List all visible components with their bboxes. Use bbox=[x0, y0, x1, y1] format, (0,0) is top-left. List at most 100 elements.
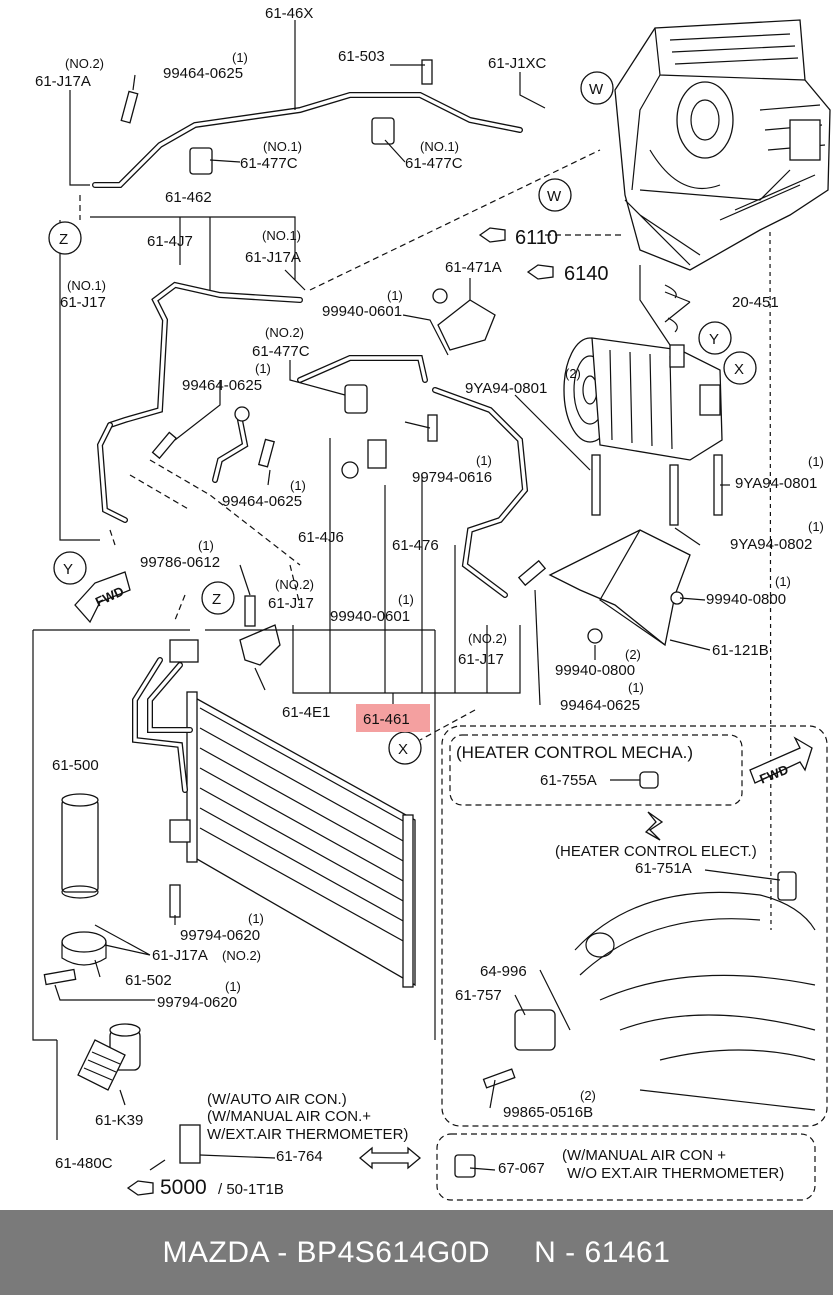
label-61-4J6: 61-4J6 bbox=[298, 529, 344, 546]
label-20-451: 20-451 bbox=[732, 294, 779, 311]
label-61-4E1: 61-4E1 bbox=[282, 704, 330, 721]
label-X-b: X bbox=[398, 741, 408, 758]
label-qty-h: (1) bbox=[198, 538, 214, 553]
label-99464-0625-a: 99464-0625 bbox=[163, 65, 243, 82]
part-number-footer: MAZDA - BP4S614G0D N - 61461 bbox=[0, 1210, 833, 1295]
refrigerant-pipes bbox=[92, 92, 529, 598]
label-qty-c: (1) bbox=[255, 361, 271, 376]
label-61-J17-b: 61-J17 bbox=[268, 595, 314, 612]
label-61-477C-c: 61-477C bbox=[252, 343, 310, 360]
label-61-J17-c: 61-J17 bbox=[458, 651, 504, 668]
label-61-J17A-c: 61-J17A bbox=[152, 947, 208, 964]
label-61-476: 61-476 bbox=[392, 537, 439, 554]
label-99464-0625-d: 99464-0625 bbox=[560, 697, 640, 714]
receiver-drier-drawing bbox=[61, 793, 99, 899]
label-Z-b: Z bbox=[212, 591, 221, 608]
label-W-a: W bbox=[589, 81, 604, 98]
label-61-480C: 61-480C bbox=[55, 1155, 113, 1172]
label-99786-0612: 99786-0612 bbox=[140, 554, 220, 571]
label-99940-0601-a: 99940-0601 bbox=[322, 303, 402, 320]
label-qty-l: (1) bbox=[248, 911, 264, 926]
label-no1-a: (NO.1) bbox=[263, 139, 302, 154]
label-61-751A: 61-751A bbox=[635, 860, 692, 877]
label-61-500: 61-500 bbox=[52, 757, 99, 774]
condenser-drawing bbox=[132, 639, 416, 988]
label-61-J17A-a: 61-J17A bbox=[35, 73, 91, 90]
label-99865-0516B: 99865-0516B bbox=[503, 1104, 593, 1121]
frames bbox=[32, 90, 828, 1201]
label-qty-a: (1) bbox=[232, 50, 248, 65]
label-qty-e: (1) bbox=[808, 454, 824, 469]
label-61-K39: 61-K39 bbox=[95, 1112, 143, 1129]
ref-circles bbox=[48, 71, 757, 765]
drier-bracket-drawing bbox=[61, 931, 107, 966]
label-w-manual-air-con: (W/MANUAL AIR CON.+ bbox=[207, 1108, 371, 1125]
label-qty-m: (1) bbox=[225, 979, 241, 994]
heater-unit-drawing bbox=[614, 19, 831, 271]
label-61-503: 61-503 bbox=[338, 48, 385, 65]
label-99464-0625-b: 99464-0625 bbox=[182, 377, 262, 394]
label-61-477C-a: 61-477C bbox=[240, 155, 298, 172]
ac-piping-diagram: 61-46X (NO.2) 61-J17A (1) 99464-0625 61-… bbox=[32, 5, 831, 1201]
label-no1-b: (NO.1) bbox=[420, 139, 459, 154]
label-qty-g: (1) bbox=[808, 519, 824, 534]
label-5000: 5000 bbox=[160, 1176, 207, 1199]
label-wo-ext-air-thermometer: W/O EXT.AIR THERMOMETER) bbox=[567, 1165, 784, 1182]
label-w-ext-air-thermometer: W/EXT.AIR THERMOMETER) bbox=[207, 1126, 408, 1143]
label-67-067: 67-067 bbox=[498, 1160, 545, 1177]
fwd-arrow-right bbox=[749, 736, 813, 784]
label-61-J1XC: 61-J1XC bbox=[488, 55, 547, 72]
label-61-462: 61-462 bbox=[165, 189, 212, 206]
label-X-a: X bbox=[734, 361, 744, 378]
label-qty-k: (1) bbox=[628, 680, 644, 695]
label-61-755A: 61-755A bbox=[540, 772, 597, 789]
label-9YA94-0801-a: 9YA94-0801 bbox=[465, 380, 547, 397]
label-qty-2c: (2) bbox=[580, 1088, 596, 1103]
label-99794-0620-a: 99794-0620 bbox=[180, 927, 260, 944]
label-w-auto-air-con: (W/AUTO AIR CON.) bbox=[207, 1091, 347, 1108]
label-99464-0625-c: 99464-0625 bbox=[222, 493, 302, 510]
compressor-drawing bbox=[563, 265, 723, 461]
label-qty-i: (1) bbox=[398, 592, 414, 607]
label-W-b: W bbox=[547, 188, 562, 205]
label-no2-d: (NO.2) bbox=[468, 631, 507, 646]
cap-drawing bbox=[77, 1023, 141, 1091]
dashboard-drawing bbox=[574, 891, 816, 1111]
highlight-61-461 bbox=[356, 704, 430, 732]
label-50-1T1B: / 50-1T1B bbox=[218, 1181, 284, 1198]
label-Y-a: Y bbox=[709, 331, 719, 348]
label-99940-0800-b: 99940-0800 bbox=[555, 662, 635, 679]
label-61-J17-a: 61-J17 bbox=[60, 294, 106, 311]
label-qty-j: (1) bbox=[775, 574, 791, 589]
label-61-461: 61-461 bbox=[363, 711, 410, 728]
label-qty-2a: (2) bbox=[565, 366, 581, 381]
label-61-764: 61-764 bbox=[276, 1148, 323, 1165]
label-w-manual-air-con-2: (W/MANUAL AIR CON + bbox=[562, 1147, 726, 1164]
label-61-4J7: 61-4J7 bbox=[147, 233, 193, 250]
label-6110: 6110 bbox=[515, 227, 558, 249]
label-qty-f: (1) bbox=[290, 478, 306, 493]
label-61-J17A-b: 61-J17A bbox=[245, 249, 301, 266]
label-6140: 6140 bbox=[564, 263, 609, 285]
dashed-leaders bbox=[79, 149, 625, 741]
label-heater-control-mecha: (HEATER CONTROL MECHA.) bbox=[456, 743, 693, 762]
label-61-121B: 61-121B bbox=[712, 642, 769, 659]
fwd-arrow-left bbox=[74, 571, 131, 624]
label-no2-b: (NO.2) bbox=[265, 325, 304, 340]
footer-text: MAZDA - BP4S614G0D N - 61461 bbox=[162, 1235, 671, 1269]
label-qty-d: (1) bbox=[476, 453, 492, 468]
swap-arrow bbox=[644, 811, 664, 841]
label-99940-0601-b: 99940-0601 bbox=[330, 608, 410, 625]
label-no2-a: (NO.2) bbox=[65, 56, 104, 71]
label-no2-e: (NO.2) bbox=[222, 948, 261, 963]
compressor-bracket-drawing bbox=[548, 529, 691, 647]
part-labels: 61-46X (NO.2) 61-J17A (1) 99464-0625 61-… bbox=[35, 5, 824, 1199]
label-Y-b: Y bbox=[63, 561, 73, 578]
label-heater-control-elect: (HEATER CONTROL ELECT.) bbox=[555, 843, 757, 860]
label-61-46X: 61-46X bbox=[265, 5, 313, 22]
label-61-502: 61-502 bbox=[125, 972, 172, 989]
double-arrow bbox=[358, 1146, 422, 1170]
label-99940-0800-a: 99940-0800 bbox=[706, 591, 786, 608]
label-61-471A: 61-471A bbox=[445, 259, 502, 276]
label-no1-c: (NO.1) bbox=[262, 228, 301, 243]
